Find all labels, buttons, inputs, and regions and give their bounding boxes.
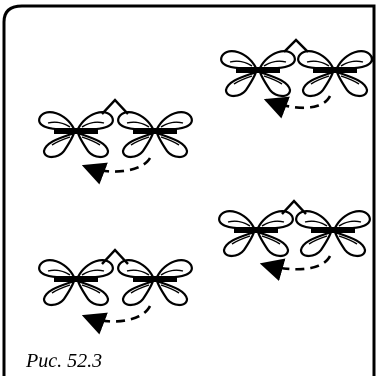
butterfly-right [297,50,373,98]
butterfly-left [218,210,294,258]
dashed-arrow [259,255,332,282]
caret-mark [101,248,129,265]
caret-mark [101,98,129,115]
figure-caption: Рис. 52.3 [26,350,103,372]
frame-border [2,4,376,376]
butterfly-pair-bottom-left [38,248,193,335]
caret-mark [283,38,309,53]
butterfly-pair-top-right [220,38,373,119]
butterfly-left [38,111,114,159]
butterfly-left [38,259,114,307]
butterfly-right [295,210,371,258]
butterfly-right [117,111,193,159]
dashed-arrow [81,157,152,185]
dashed-arrow [81,305,152,335]
butterfly-left [220,50,296,98]
butterfly-pair-middle-left [38,98,193,185]
caret-mark [281,199,307,215]
butterfly-right [117,259,193,307]
butterfly-pair-lower-right [218,199,371,282]
dashed-arrow [263,95,332,119]
